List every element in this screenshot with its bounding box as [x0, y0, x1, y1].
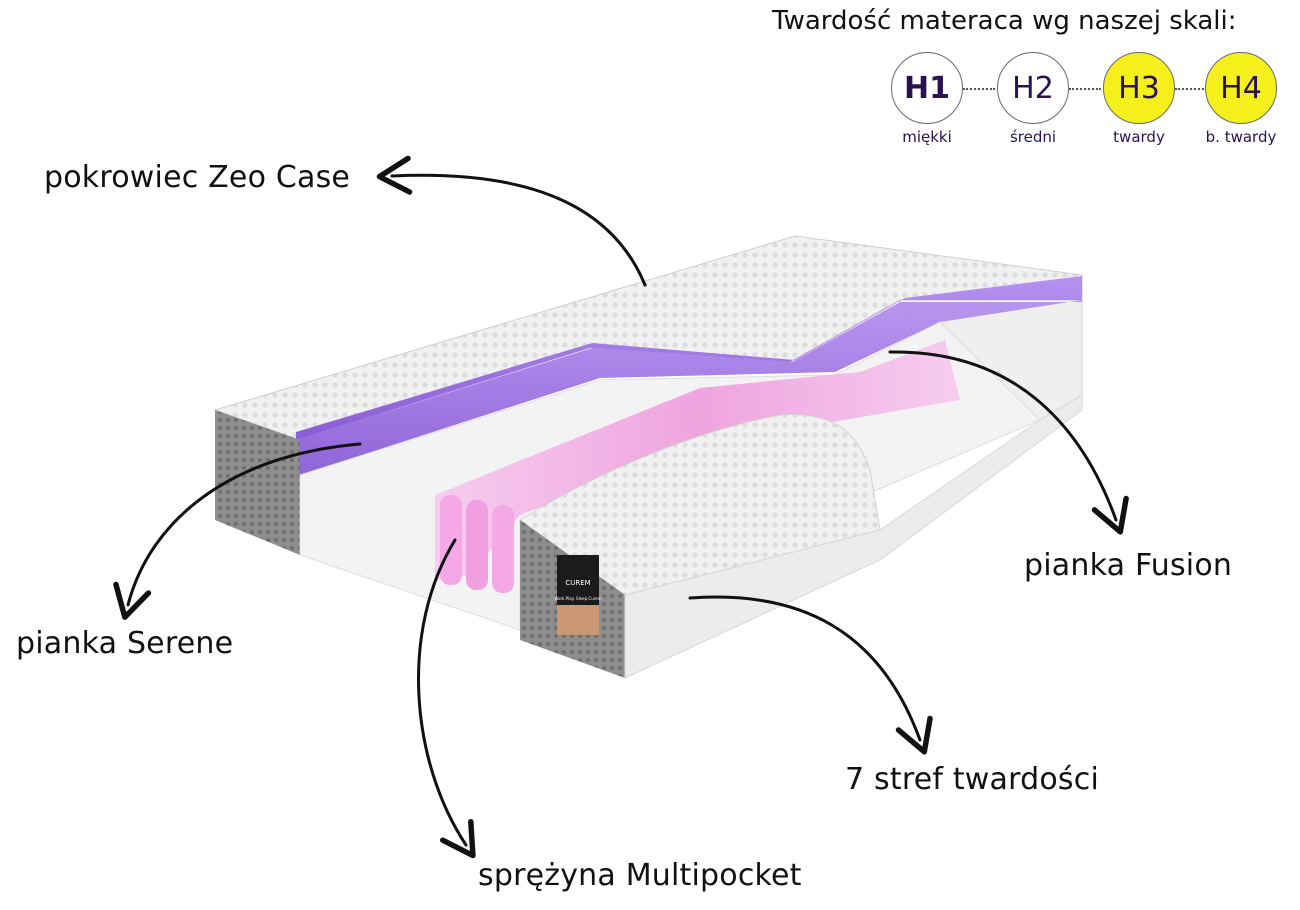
brand-tag-text: Work.Play. Sleep.Curem [554, 596, 601, 601]
label-fusion-foam: pianka Fusion [1024, 548, 1233, 583]
scale-level-h1: H1 miękki [889, 52, 965, 146]
firmness-scale-title: Twardość materaca wg naszej skali: [772, 6, 1237, 36]
arrow-zones [688, 595, 933, 755]
level-desc: średni [1009, 128, 1057, 146]
level-circle: H1 [891, 52, 963, 124]
mattress-body: CUREM Work.Play. Sleep.Curem [213, 235, 1083, 679]
arrow-spring [417, 538, 476, 859]
scale-level-h3: H3 twardy [1101, 52, 1177, 146]
level-circle-active: H3 [1103, 52, 1175, 124]
label-serene-foam: pianka Serene [16, 626, 234, 661]
arrow-serene [113, 442, 362, 620]
arrow-case [376, 155, 647, 287]
brand-tag: CUREM Work.Play. Sleep.Curem [554, 555, 602, 635]
purple-foam-front [296, 300, 1082, 475]
label-multipocket-spring: sprężyna Multipocket [478, 858, 802, 893]
label-seven-zones: 7 stref twardości [845, 762, 1099, 797]
level-desc: b. twardy [1205, 128, 1277, 146]
cover-flap [519, 413, 881, 596]
arrow-fusion [888, 350, 1129, 535]
level-circle: H2 [997, 52, 1069, 124]
firmness-scale: H1 miękki H2 średni H3 twardy H4 b. twar… [889, 52, 1279, 152]
level-desc: miękki [902, 128, 952, 146]
brand-tag-logo: CUREM [565, 579, 590, 587]
scale-connector [963, 88, 995, 90]
level-circle-active: H4 [1205, 52, 1277, 124]
label-zeo-case: pokrowiec Zeo Case [44, 160, 351, 195]
side-bottom-white [624, 394, 1083, 679]
scale-connector [1175, 88, 1207, 90]
purple-foam [296, 276, 1082, 440]
callout-arrows [113, 155, 1129, 859]
level-desc: twardy [1113, 128, 1165, 146]
side-left-grey [215, 410, 300, 555]
scale-level-h2: H2 średni [995, 52, 1071, 146]
scale-level-h4: H4 b. twardy [1203, 52, 1279, 146]
pocket-springs [435, 340, 960, 593]
scale-connector [1069, 88, 1101, 90]
